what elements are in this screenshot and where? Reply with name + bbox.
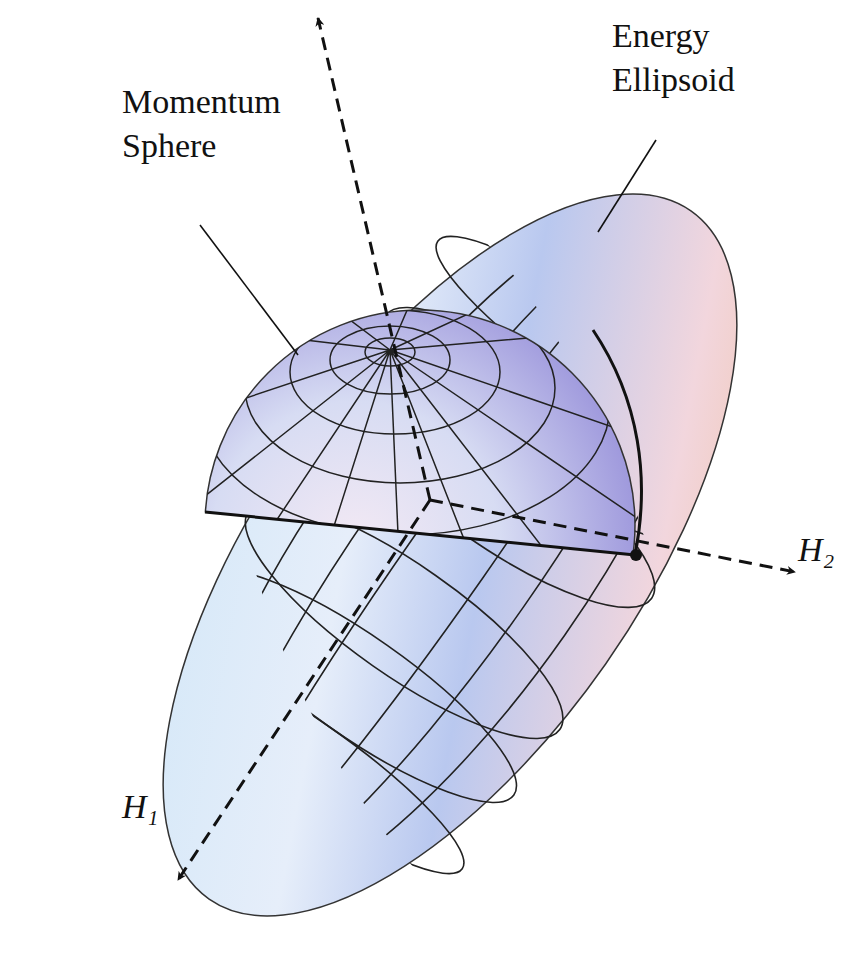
axis-label: H₁ bbox=[122, 785, 158, 829]
axis-label: H₂ bbox=[798, 528, 834, 572]
callout-label: Momentum Sphere bbox=[122, 80, 312, 167]
callout-label: Energy Ellipsoid bbox=[612, 14, 812, 101]
